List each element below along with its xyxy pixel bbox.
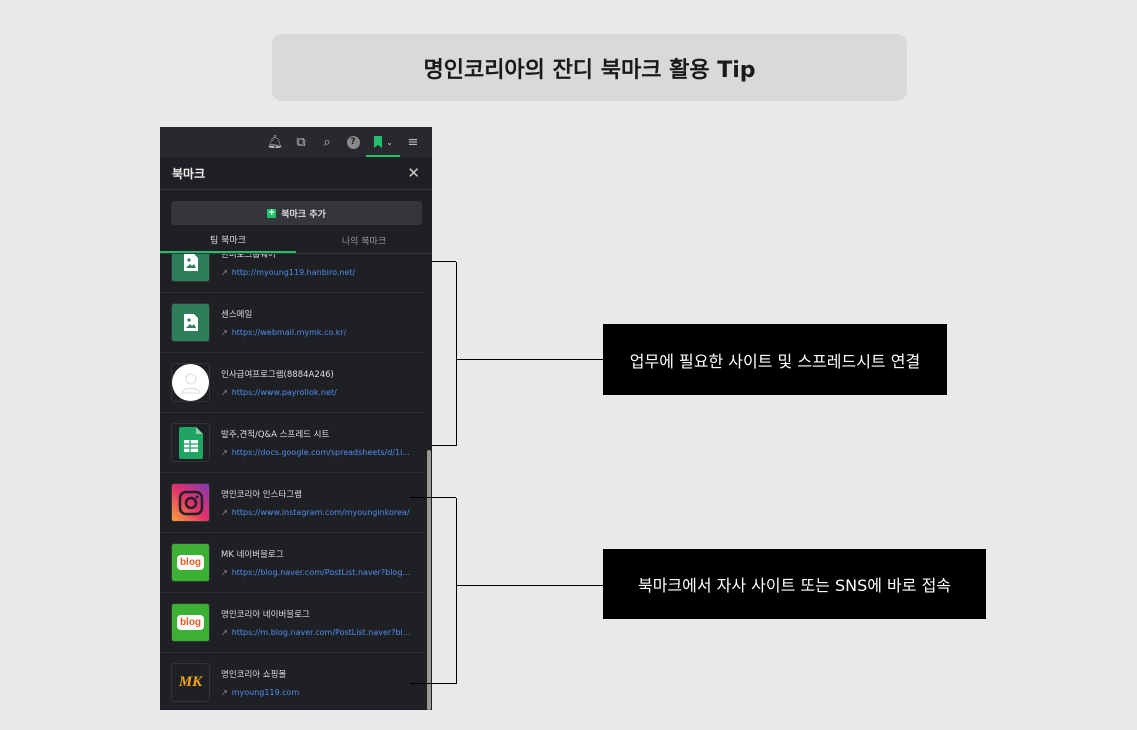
bookmark-url[interactable]: http://myoung119.hanbiro.net/	[231, 268, 356, 277]
bookmark-icon[interactable]: ⌄	[366, 127, 400, 157]
bookmark-url[interactable]: https://webmail.mymk.co.kr/	[231, 328, 347, 337]
bracket-line	[410, 497, 456, 498]
page-title: 명인코리아의 잔디 북마크 활용 Tip	[272, 34, 907, 101]
bookmark-item[interactable]: blog MK 네이버블로그 ↗https://blog.naver.com/P…	[160, 533, 424, 593]
bracket-line	[432, 261, 456, 262]
bracket-line	[456, 262, 457, 446]
image-file-icon	[171, 254, 210, 282]
bookmark-name: 명인코리아 쇼핑몰	[221, 670, 287, 680]
blog-icon: blog	[171, 543, 210, 582]
org-chart-icon[interactable]: ⧉	[296, 134, 306, 150]
search-icon[interactable]: ⌕	[323, 134, 331, 150]
panel-header: 북마크 ✕	[160, 157, 432, 190]
external-link-icon: ↗	[221, 568, 228, 577]
scrollbar[interactable]	[427, 450, 431, 710]
bracket-line	[432, 445, 456, 446]
menu-icon[interactable]: ≡	[407, 134, 419, 150]
bookmark-item[interactable]: 인사급여프로그램(8884A246) ↗https://www.payrollo…	[160, 353, 424, 413]
bookmark-panel: 🔔︎ ⧉ ⌕ ? ⌄ ≡ 북마크 ✕ + 북마크 추가 팀 북마크 나의 북마크…	[160, 127, 432, 710]
add-bookmark-button[interactable]: + 북마크 추가	[171, 201, 422, 225]
bookmark-url[interactable]: https://m.blog.naver.com/PostList.naver?…	[231, 628, 411, 637]
sheets-icon	[171, 423, 210, 462]
bookmark-item[interactable]: MK 명인코리아 쇼핑몰 ↗myoung119.com	[160, 653, 424, 710]
bookmark-url[interactable]: https://www.instagram.com/myounginkorea/	[231, 508, 410, 517]
bookmark-item[interactable]: 명인코리아 인스타그램 ↗https://www.instagram.com/m…	[160, 473, 424, 533]
external-link-icon: ↗	[221, 328, 228, 337]
external-link-icon: ↗	[221, 448, 228, 457]
note-box-sns: 북마크에서 자사 사이트 또는 SNS에 바로 접속	[603, 549, 986, 619]
bookmark-name: 인사급여프로그램(8884A246)	[221, 370, 334, 380]
mk-logo-icon: MK	[171, 663, 210, 702]
panel-title: 북마크	[172, 166, 206, 181]
avatar-icon	[171, 363, 210, 402]
bookmark-item[interactable]: blog 명인코리아 네이버블로그 ↗https://m.blog.naver.…	[160, 593, 424, 653]
bell-icon[interactable]: 🔔︎	[266, 134, 284, 150]
external-link-icon: ↗	[221, 388, 228, 397]
plus-icon: +	[267, 207, 277, 218]
bookmark-name: 명인코리아 인스타그램	[221, 490, 302, 500]
close-icon[interactable]: ✕	[407, 164, 420, 182]
bookmark-name: 발주,견적/Q&A 스프레드 시트	[221, 430, 330, 440]
tab-team-bookmarks[interactable]: 팀 북마크	[160, 228, 296, 253]
bookmark-list: 한비로그룹웨어 ↗http://myoung119.hanbiro.net/ 센…	[160, 254, 432, 710]
connector-line	[456, 359, 603, 360]
help-icon[interactable]: ?	[340, 127, 366, 157]
external-link-icon: ↗	[221, 688, 228, 697]
bookmark-item[interactable]: 발주,견적/Q&A 스프레드 시트 ↗https://docs.google.c…	[160, 413, 424, 473]
bookmark-name: 명인코리아 네이버블로그	[221, 610, 310, 620]
external-link-icon: ↗	[221, 508, 228, 517]
connector-line	[456, 585, 603, 586]
add-bookmark-label: 북마크 추가	[281, 209, 326, 220]
bookmark-url[interactable]: https://docs.google.com/spreadsheets/d/1…	[231, 448, 410, 457]
blog-icon: blog	[171, 603, 210, 642]
bookmark-item[interactable]: 센스메일 ↗https://webmail.mymk.co.kr/	[160, 293, 424, 353]
image-file-icon	[171, 303, 210, 342]
bookmark-url[interactable]: myoung119.com	[231, 688, 300, 697]
bracket-line	[456, 498, 457, 684]
bookmark-url[interactable]: https://blog.naver.com/PostList.naver?bl…	[231, 568, 411, 577]
bookmark-item[interactable]: 한비로그룹웨어 ↗http://myoung119.hanbiro.net/	[160, 254, 424, 293]
top-toolbar: 🔔︎ ⧉ ⌕ ? ⌄ ≡	[160, 127, 432, 157]
bookmark-url[interactable]: https://www.payrollok.net/	[231, 388, 337, 397]
bookmark-name: MK 네이버블로그	[221, 550, 284, 560]
note-box-sites: 업무에 필요한 사이트 및 스프레드시트 연결	[603, 324, 947, 395]
bracket-line	[410, 683, 456, 684]
instagram-icon	[171, 483, 210, 522]
tab-my-bookmarks[interactable]: 나의 북마크	[341, 237, 387, 247]
bookmark-tabs: 팀 북마크 나의 북마크	[160, 228, 432, 254]
external-link-icon: ↗	[221, 268, 228, 277]
external-link-icon: ↗	[221, 628, 228, 637]
bookmark-name: 센스메일	[221, 310, 253, 320]
bookmark-name: 한비로그룹웨어	[221, 254, 276, 260]
